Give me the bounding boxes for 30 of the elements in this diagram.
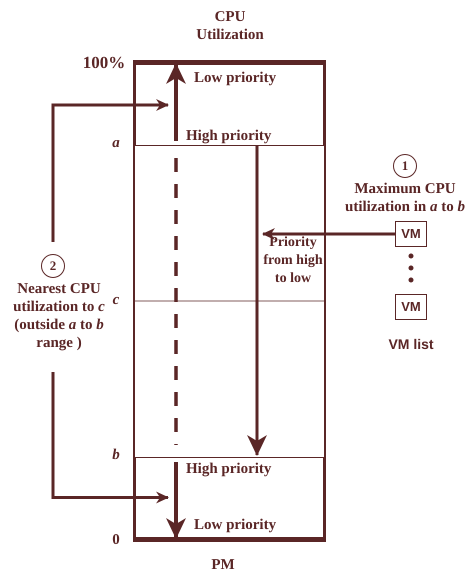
arrow	[262, 228, 395, 240]
arrow	[52, 372, 169, 504]
band-label: High priority	[186, 460, 272, 478]
band-label: High priority	[186, 127, 272, 145]
bar-caption: PM	[210, 556, 236, 574]
vm-label: VM	[400, 298, 422, 316]
band-label: Low priority	[194, 516, 276, 534]
list-caption: VM list	[387, 335, 435, 353]
arrow	[52, 99, 169, 242]
vm-box	[395, 221, 427, 247]
band-label: Low priority	[194, 69, 276, 87]
step-number: 1	[400, 157, 410, 175]
number-circle	[393, 154, 417, 178]
axis-tick-label: b	[111, 446, 121, 464]
axis-tick-label: 0	[111, 531, 121, 549]
band	[135, 457, 324, 538]
vm-label: VM	[400, 225, 422, 243]
band	[135, 64, 324, 146]
edge-label: Priority from high to low	[262, 234, 324, 288]
axis-tick-label: a	[111, 134, 121, 152]
axis-tick-label: 100%	[82, 54, 126, 72]
bar-box	[133, 60, 326, 542]
arrow	[247, 146, 267, 456]
axis-title: CPU Utilization	[195, 8, 265, 44]
step-description: Nearest CPU utilization to c (outside a to b range )	[12, 280, 106, 352]
step-description: Maximum CPU utilization in a to b	[344, 180, 466, 216]
vm-box	[395, 294, 427, 320]
axis-tick-label: c	[112, 291, 120, 309]
step-number: 2	[48, 257, 58, 275]
number-circle	[41, 254, 65, 278]
